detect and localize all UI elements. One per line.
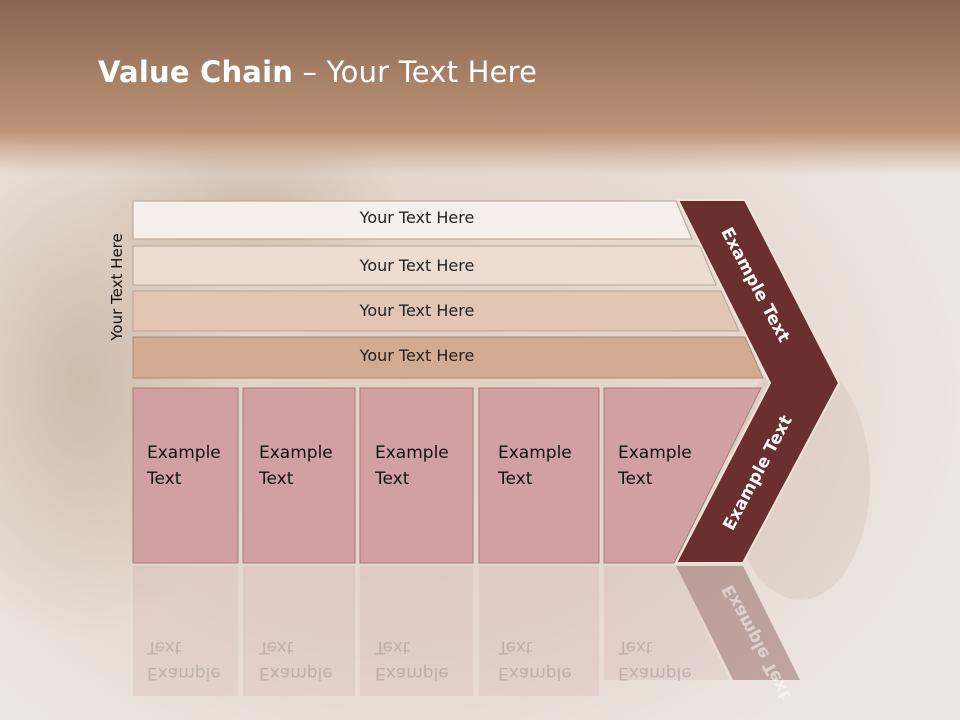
column-1 bbox=[132, 387, 239, 564]
band-4-label: Your Text Here bbox=[359, 346, 475, 365]
band-3-label: Your Text Here bbox=[359, 301, 475, 320]
page-title: Value Chain – Your Text Here bbox=[98, 55, 538, 89]
column-2 bbox=[242, 387, 356, 564]
column-4 bbox=[478, 387, 600, 564]
band-3 bbox=[132, 290, 740, 332]
band-4 bbox=[132, 336, 764, 379]
chevron-shape bbox=[674, 199, 841, 564]
column-5 bbox=[603, 387, 762, 564]
band-2 bbox=[132, 245, 717, 286]
column-3 bbox=[359, 387, 474, 564]
reflection bbox=[133, 566, 730, 696]
band-1-label: Your Text Here bbox=[359, 208, 475, 227]
chevron-reflection bbox=[676, 566, 800, 680]
band-1 bbox=[132, 200, 693, 240]
band-2-label: Your Text Here bbox=[359, 256, 475, 275]
